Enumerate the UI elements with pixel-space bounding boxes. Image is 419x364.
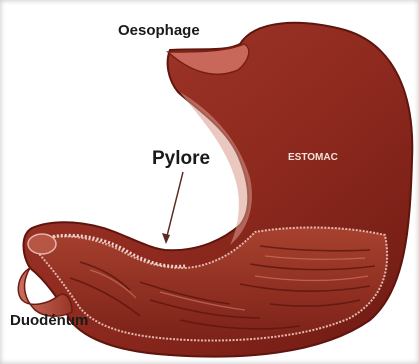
pylore-pointer-head <box>162 233 170 244</box>
duodenum-opening <box>28 234 56 254</box>
label-duodenum: Duodénum <box>10 312 88 329</box>
label-oesophage: Oesophage <box>118 22 200 39</box>
label-pylore: Pylore <box>152 148 210 170</box>
pylore-pointer-line <box>166 172 183 240</box>
label-estomac: ESTOMAC <box>288 152 338 163</box>
